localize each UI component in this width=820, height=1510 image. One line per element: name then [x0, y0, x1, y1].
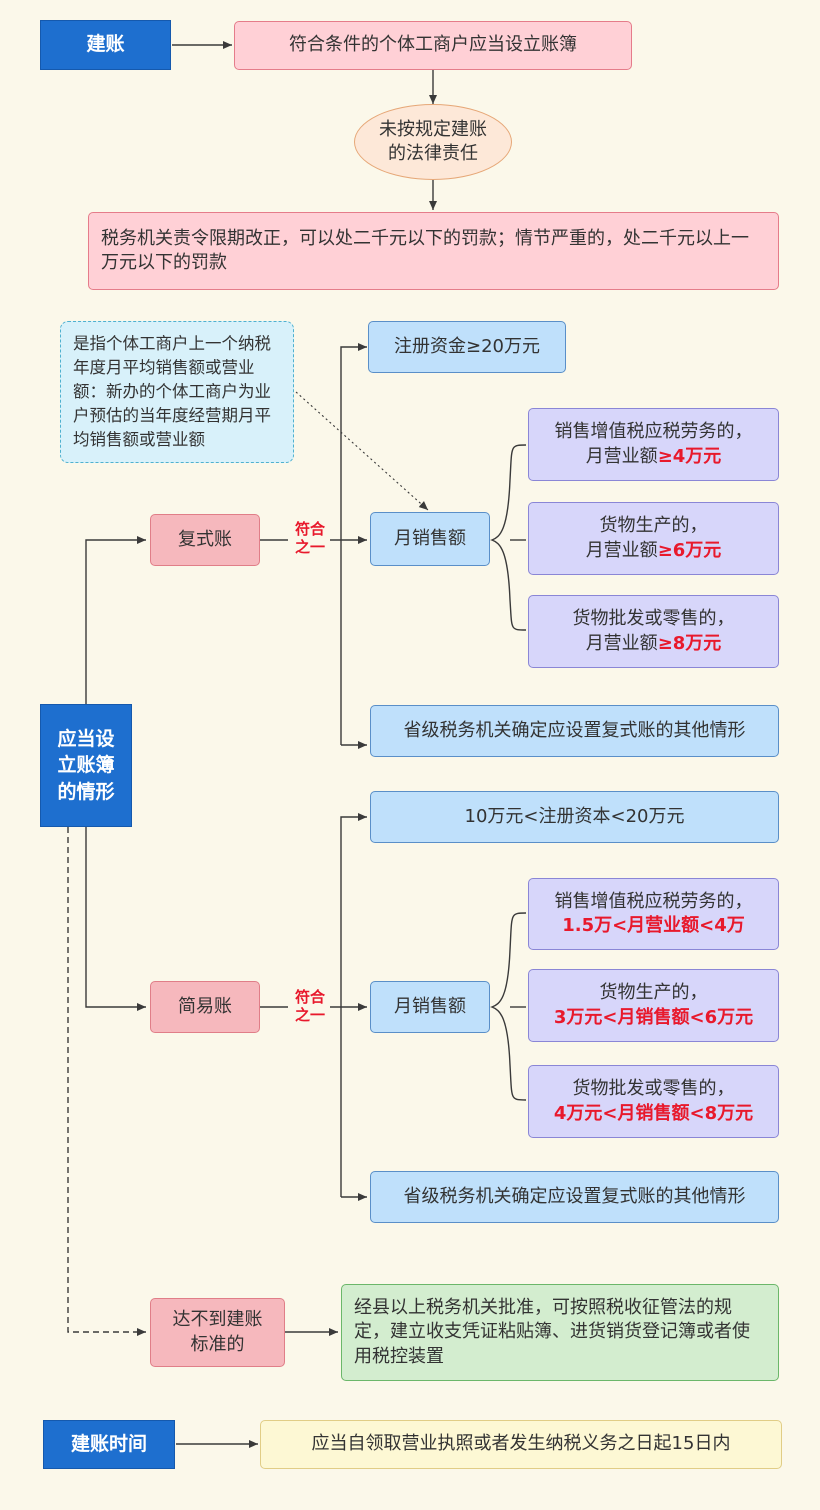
double-entry-box: 复式账: [150, 514, 260, 566]
double-rule-wholesale-value: ≥8万元: [657, 632, 722, 654]
penalty-box: 税务机关责令限期改正，可以处二千元以下的罚款；情节严重的，处二千元以上一万元以下…: [88, 212, 779, 290]
timing-text: 应当自领取营业执照或者发生纳税义务之日起15日内: [311, 1433, 731, 1455]
build-account-header: 建账: [40, 20, 171, 70]
connector-line-2: 之一: [294, 1006, 325, 1024]
legal-liability-line-1: 未按规定建账: [379, 118, 487, 140]
monthly-sales-note: 是指个体工商户上一个纳税年度月平均销售额或营业额：新办的个体工商户为业户预估的当…: [60, 321, 294, 463]
connector-line-1: 符合: [294, 988, 325, 1006]
simple-rule-production: 货物生产的， 3万元<月销售额<6万元: [528, 969, 779, 1042]
double-monthly-sales-label: 月销售额: [394, 527, 466, 549]
simple-rule-wholesale-line-1: 货物批发或零售的，: [572, 1078, 735, 1100]
double-other-box: 省级税务机关确定应设置复式账的其他情形: [370, 705, 779, 757]
simple-account-label: 简易账: [178, 995, 232, 1017]
build-account-header-label: 建账: [86, 33, 125, 56]
double-entry-label: 复式账: [178, 528, 232, 550]
connector-line-1: 符合: [294, 520, 325, 538]
situations-header-line-3: 的情形: [57, 780, 115, 803]
below-standard-line-1: 达不到建账: [172, 1309, 263, 1331]
requirement-box: 符合条件的个体工商户应当设立账簿: [234, 21, 632, 70]
double-other-text: 省级税务机关确定应设置复式账的其他情形: [403, 719, 746, 741]
double-capital-box: 注册资金≥20万元: [368, 321, 566, 373]
simple-monthly-sales-label: 月销售额: [394, 995, 466, 1017]
double-monthly-sales-box: 月销售额: [370, 512, 490, 566]
situations-header: 应当设 立账簿 的情形: [40, 704, 132, 827]
double-rule-wholesale-prefix: 月营业额: [585, 632, 658, 654]
simple-rule-services-line-1: 销售增值税应税劳务的，: [554, 890, 753, 912]
double-rule-production: 货物生产的， 月营业额≥6万元: [528, 502, 779, 575]
simple-other-text: 省级税务机关确定应设置复式账的其他情形: [403, 1185, 746, 1207]
simple-capital-text: 10万元<注册资本<20万元: [464, 805, 685, 827]
double-rule-production-line-1: 货物生产的，: [599, 515, 708, 537]
timing-header-label: 建账时间: [70, 1432, 147, 1455]
double-rule-services-line-1: 销售增值税应税劳务的，: [554, 421, 753, 443]
legal-liability-line-2: 的法律责任: [388, 143, 478, 164]
simple-monthly-sales-box: 月销售额: [370, 981, 490, 1033]
simple-other-box: 省级税务机关确定应设置复式账的其他情形: [370, 1171, 779, 1223]
timing-header: 建账时间: [43, 1420, 175, 1469]
situations-header-line-1: 应当设: [57, 727, 115, 750]
simple-rule-services: 销售增值税应税劳务的， 1.5万<月营业额<4万: [528, 878, 779, 950]
simple-connector-tag: 符合 之一: [288, 988, 332, 1024]
simple-capital-box: 10万元<注册资本<20万元: [370, 791, 779, 843]
simple-rule-wholesale: 货物批发或零售的， 4万元<月销售额<8万元: [528, 1065, 779, 1138]
below-standard-result-box: 经县以上税务机关批准，可按照税收征管法的规定，建立收支凭证粘贴簿、进货销货登记簿…: [341, 1284, 779, 1381]
below-standard-box: 达不到建账 标准的: [150, 1298, 285, 1367]
simple-rule-production-value: 3万元<月销售额<6万元: [553, 1006, 754, 1028]
simple-rule-services-value: 1.5万<月营业额<4万: [562, 915, 745, 936]
double-rule-services: 销售增值税应税劳务的， 月营业额≥4万元: [528, 408, 779, 481]
double-capital-text: 注册资金≥20万元: [394, 335, 540, 357]
double-rule-services-prefix: 月营业额: [585, 445, 658, 467]
penalty-text: 税务机关责令限期改正，可以处二千元以下的罚款；情节严重的，处二千元以上一万元以下…: [101, 227, 749, 273]
simple-rule-wholesale-value: 4万元<月销售额<8万元: [553, 1102, 754, 1124]
double-rule-wholesale-line-1: 货物批发或零售的，: [572, 608, 735, 630]
double-entry-connector-tag: 符合 之一: [288, 520, 332, 556]
legal-liability-oval: 未按规定建账 的法律责任: [354, 104, 512, 180]
simple-account-box: 简易账: [150, 981, 260, 1033]
double-rule-wholesale: 货物批发或零售的， 月营业额≥8万元: [528, 595, 779, 668]
double-rule-production-prefix: 月营业额: [585, 539, 658, 561]
below-standard-line-2: 标准的: [190, 1333, 245, 1355]
requirement-text: 符合条件的个体工商户应当设立账簿: [289, 34, 577, 56]
double-rule-production-value: ≥6万元: [657, 539, 722, 561]
situations-header-line-2: 立账簿: [57, 754, 115, 777]
connector-line-2: 之一: [294, 538, 325, 556]
monthly-sales-note-text: 是指个体工商户上一个纳税年度月平均销售额或营业额：新办的个体工商户为业户预估的当…: [73, 334, 271, 449]
below-standard-result-text: 经县以上税务机关批准，可按照税收征管法的规定，建立收支凭证粘贴簿、进货销货登记簿…: [354, 1297, 750, 1367]
double-rule-services-value: ≥4万元: [657, 445, 722, 467]
simple-rule-production-line-1: 货物生产的，: [599, 982, 708, 1004]
timing-box: 应当自领取营业执照或者发生纳税义务之日起15日内: [260, 1420, 782, 1469]
